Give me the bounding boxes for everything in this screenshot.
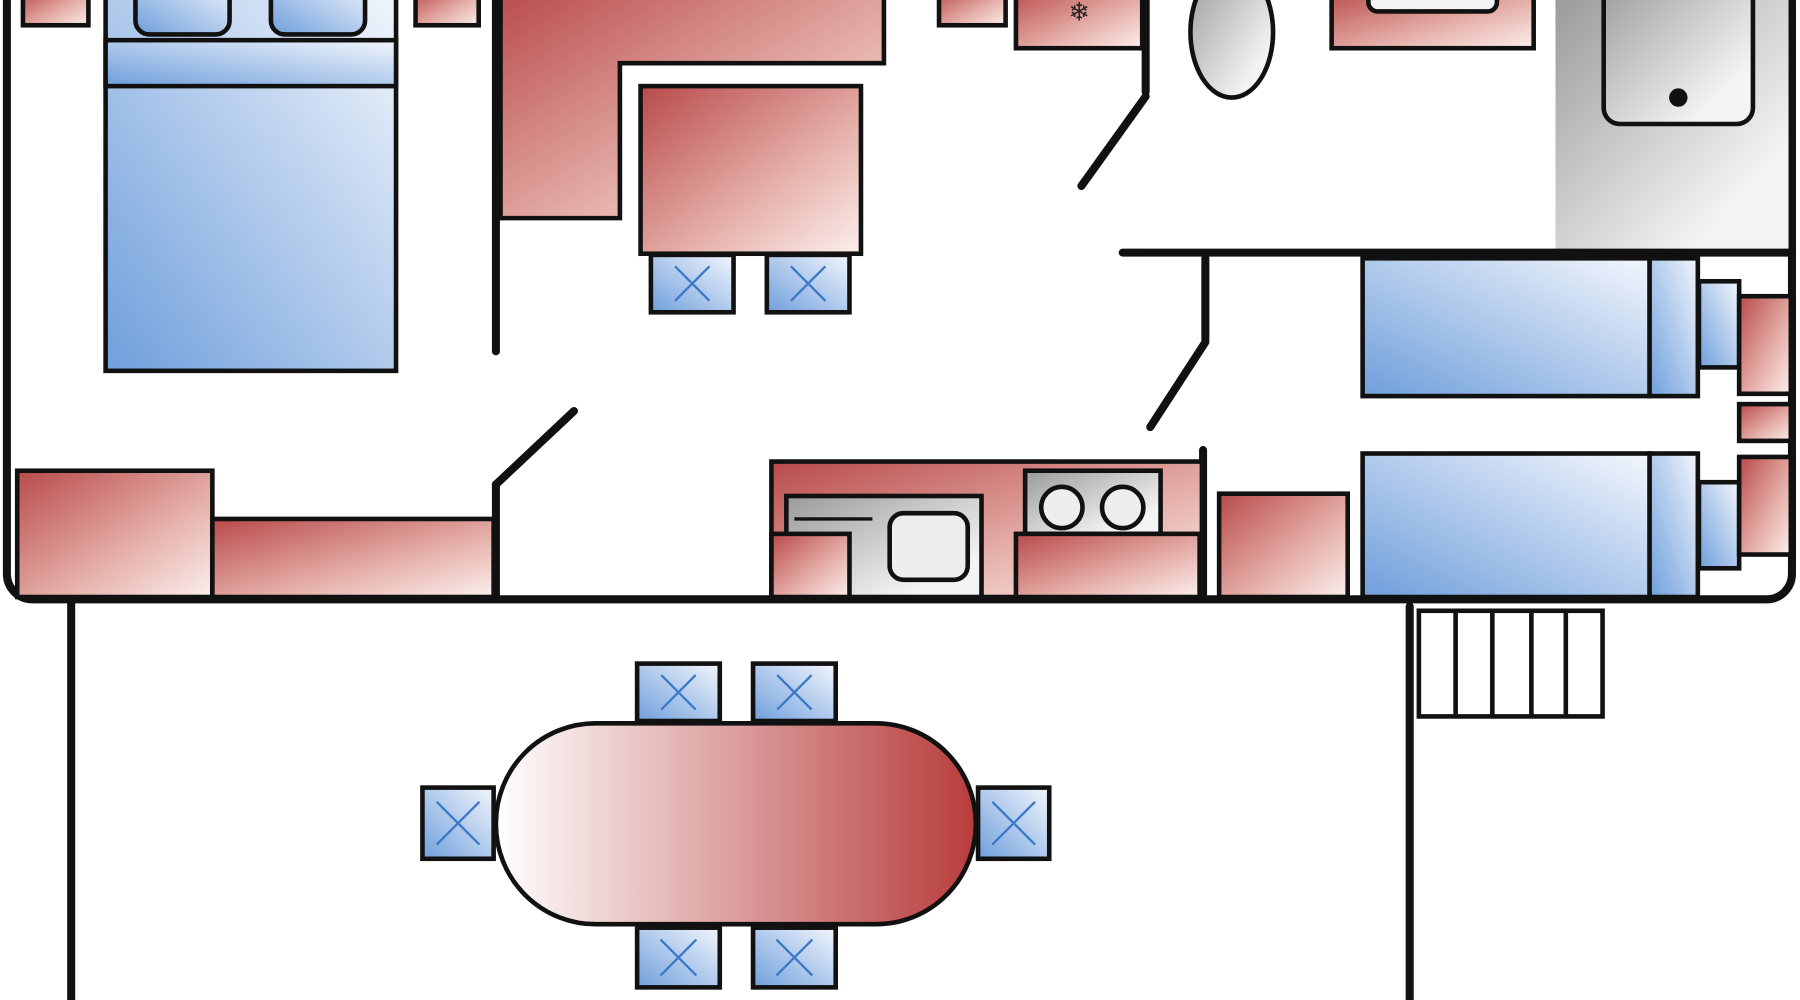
- bed-headboard: [1647, 451, 1701, 600]
- nightstand: [413, 0, 481, 28]
- lounge-seating: [498, 0, 887, 257]
- master-bedroom: [14, 0, 496, 600]
- pillow: [1696, 278, 1742, 370]
- dresser: [210, 516, 496, 600]
- drawer-unit: [1013, 531, 1202, 600]
- wardrobe: [1736, 454, 1794, 557]
- toilet-icon: [1188, 0, 1276, 100]
- cabinet: [936, 0, 1008, 28]
- pillow: [1696, 479, 1742, 571]
- washbasin: [1366, 0, 1500, 14]
- chair-cross-mark: [776, 674, 813, 711]
- bathroom: [1188, 0, 1756, 127]
- door: [1146, 338, 1210, 432]
- chair: [750, 661, 839, 724]
- steps: [1416, 608, 1605, 719]
- chair: [648, 252, 736, 315]
- terrace-dining-table: [493, 721, 979, 927]
- bed-headboard: [103, 37, 399, 89]
- twin-bedroom: [1360, 256, 1794, 600]
- chair-cross-mark: [775, 938, 814, 977]
- chair-cross-mark: [660, 674, 697, 711]
- chair-cross-mark: [659, 938, 698, 977]
- stove-burner-icon: [1099, 484, 1146, 531]
- wardrobe: [14, 468, 215, 600]
- chair: [750, 925, 839, 990]
- single-bed: [1360, 256, 1652, 399]
- stove-burner-icon: [1038, 484, 1085, 531]
- snowflake-icon: ❄: [1068, 0, 1089, 27]
- chair-cross-mark: [991, 801, 1036, 846]
- kitchen: ❄: [769, 0, 1350, 600]
- chair: [764, 252, 852, 315]
- dining-table: [638, 83, 864, 257]
- interior-walls: [491, 0, 1795, 599]
- door: [491, 407, 578, 489]
- shower-drain: [1669, 88, 1688, 107]
- shower-tray: [1601, 0, 1756, 127]
- corner-sofa: [498, 0, 887, 221]
- chair: [634, 661, 723, 724]
- bed-headboard: [1647, 256, 1701, 399]
- cabinet: [1216, 491, 1350, 600]
- wardrobe: [1736, 293, 1794, 397]
- terrace: [67, 598, 1605, 1000]
- pillow: [268, 0, 368, 37]
- nightstand: [1736, 401, 1794, 444]
- sink-basin: [887, 510, 971, 583]
- pillow: [133, 0, 232, 37]
- chair: [420, 785, 496, 862]
- fridge: [1013, 0, 1145, 51]
- door: [1077, 92, 1150, 191]
- chair-cross-mark: [674, 265, 711, 302]
- nightstand: [20, 0, 91, 28]
- chair: [975, 785, 1052, 862]
- chair: [634, 925, 723, 990]
- drawer-unit: [769, 531, 852, 600]
- chair-cross-mark: [790, 265, 827, 302]
- chair-cross-mark: [435, 801, 481, 846]
- single-bed: [1360, 451, 1652, 600]
